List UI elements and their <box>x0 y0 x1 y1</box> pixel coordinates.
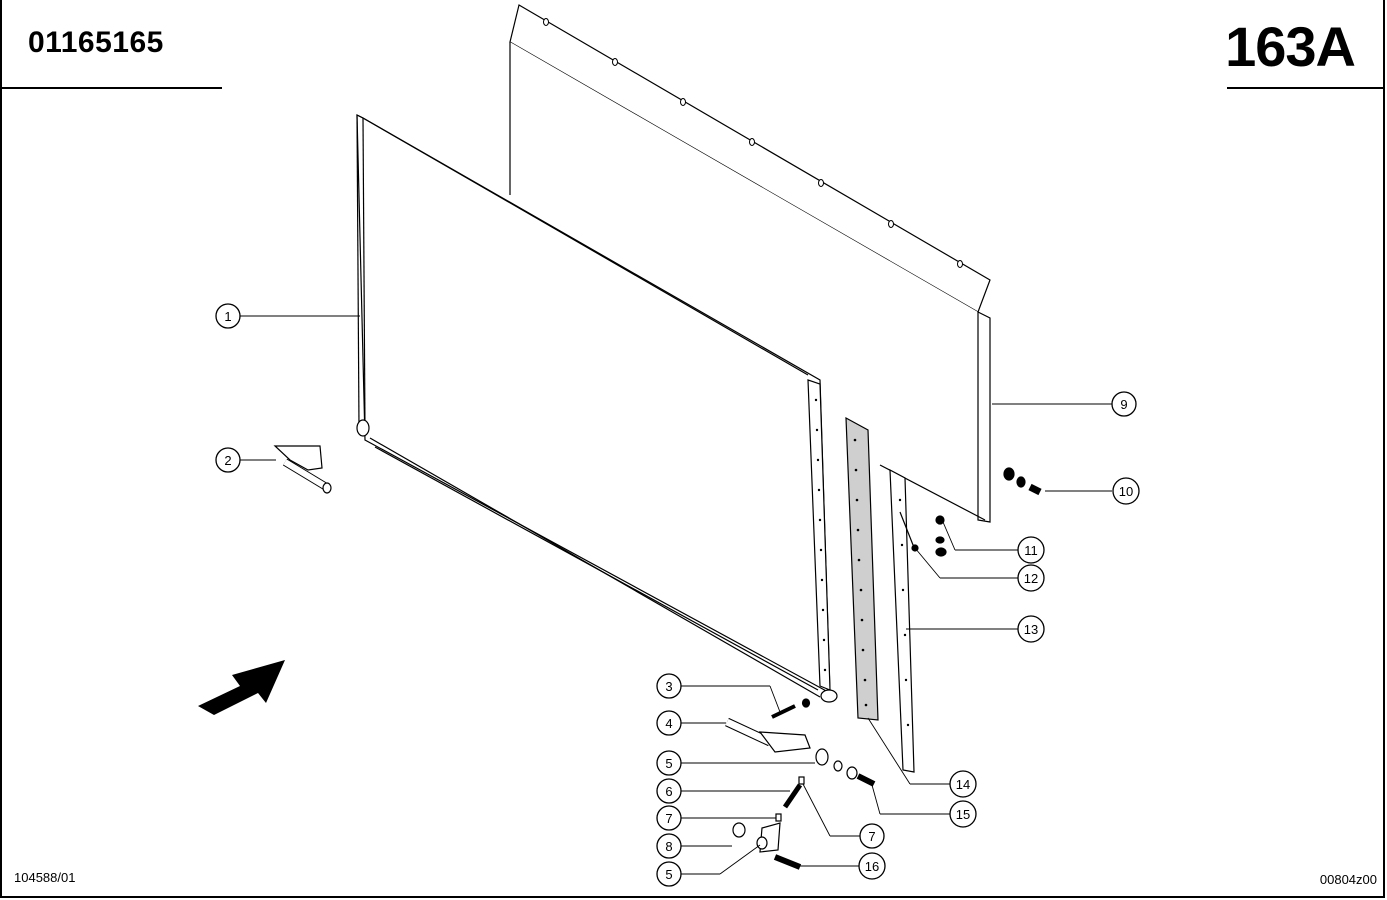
rear-panel-hole <box>749 138 755 146</box>
pin-part-4 <box>725 717 811 753</box>
callout-label: 4 <box>665 716 672 731</box>
callout-2: 2 <box>215 447 241 473</box>
drawing-reference: 104588/01 <box>14 870 76 885</box>
callout-12: 12 <box>1017 564 1045 592</box>
callout-7-left: 7 <box>656 805 682 831</box>
front-panel-hinge-rod <box>374 446 819 691</box>
callout-bubbles: 1 2 3 4 5 6 7 7 8 5 9 10 11 12 13 14 15 … <box>215 303 1140 887</box>
callout-label: 15 <box>956 807 970 822</box>
clamping-strip-body <box>889 468 915 773</box>
callout-3: 3 <box>656 673 682 699</box>
callout-label: 11 <box>1024 543 1038 558</box>
callout-label: 16 <box>865 859 879 874</box>
rubber-strip <box>845 416 879 721</box>
front-panel-left-fold <box>356 114 360 429</box>
rear-panel-hole <box>680 98 686 106</box>
front-panel <box>356 114 838 703</box>
bracket-part-2 <box>273 445 332 494</box>
pin-part-7 <box>798 776 805 785</box>
callout-label: 9 <box>1120 397 1127 412</box>
fasteners-part-11-12 <box>899 511 947 557</box>
callout-11: 11 <box>1017 536 1045 564</box>
image-code: 00804z00 <box>1319 872 1377 887</box>
callout-8: 8 <box>656 833 682 859</box>
link-eye <box>756 836 768 850</box>
callout-1: 1 <box>215 303 241 329</box>
part-number: 01165165 <box>28 26 164 59</box>
rear-panel-hole <box>612 58 618 66</box>
callout-5-upper: 5 <box>656 750 682 776</box>
sleeve-part-8 <box>732 822 746 838</box>
callout-7-right: 7 <box>859 823 885 849</box>
callout-5-lower: 5 <box>656 861 682 887</box>
travel-direction-arrow <box>198 660 285 715</box>
callout-label: 3 <box>665 679 672 694</box>
callout-label: 5 <box>665 756 672 771</box>
callout-6: 6 <box>656 778 682 804</box>
rear-panel <box>509 4 991 523</box>
callout-label: 7 <box>868 829 875 844</box>
hardware <box>273 445 1042 870</box>
callout-9: 9 <box>1111 391 1137 417</box>
callout-10: 10 <box>1112 477 1140 505</box>
rear-panel-hole <box>543 18 549 26</box>
bolt-part-15 <box>856 773 876 787</box>
bolt-part-16 <box>773 854 802 870</box>
page-code: 163A <box>1225 15 1356 78</box>
callout-label: 6 <box>665 784 672 799</box>
bolt-part-3 <box>771 698 811 719</box>
rear-panel-hole <box>957 260 963 268</box>
callout-14: 14 <box>949 770 977 798</box>
callout-16: 16 <box>858 852 886 880</box>
washer <box>846 766 858 780</box>
front-panel-hinge-tube-right <box>820 689 838 703</box>
front-panel-top-edge <box>362 117 809 376</box>
rubber-strip-body <box>845 416 879 721</box>
rear-panel-face <box>510 42 978 470</box>
callout-label: 8 <box>665 839 672 854</box>
callout-15: 15 <box>949 800 977 828</box>
callout-label: 5 <box>665 867 672 882</box>
rear-panel-hole <box>818 179 824 187</box>
callout-4: 4 <box>656 710 682 736</box>
callout-label: 2 <box>224 453 231 468</box>
front-panel-hinge-tube-left <box>356 419 370 437</box>
callout-label: 10 <box>1119 484 1133 499</box>
callout-label: 12 <box>1024 571 1038 586</box>
pin-part-7 <box>775 813 782 822</box>
callout-13: 13 <box>1017 615 1045 643</box>
rear-panel-hole <box>888 220 894 228</box>
linkage-parts <box>732 748 876 870</box>
leader-lines <box>240 315 1112 875</box>
callout-label: 13 <box>1024 622 1038 637</box>
rear-panel-side-flange <box>977 311 991 523</box>
bushing-part-5 <box>815 748 829 766</box>
front-panel-left-edge <box>362 117 366 431</box>
washer <box>833 760 843 772</box>
callout-label: 14 <box>956 777 970 792</box>
callout-label: 1 <box>224 309 231 324</box>
clamping-strip <box>889 468 915 773</box>
fasteners-part-10 <box>1003 467 1042 496</box>
spring-part-6 <box>782 783 803 809</box>
callout-label: 7 <box>665 811 672 826</box>
front-panel-top-corner <box>356 114 364 119</box>
